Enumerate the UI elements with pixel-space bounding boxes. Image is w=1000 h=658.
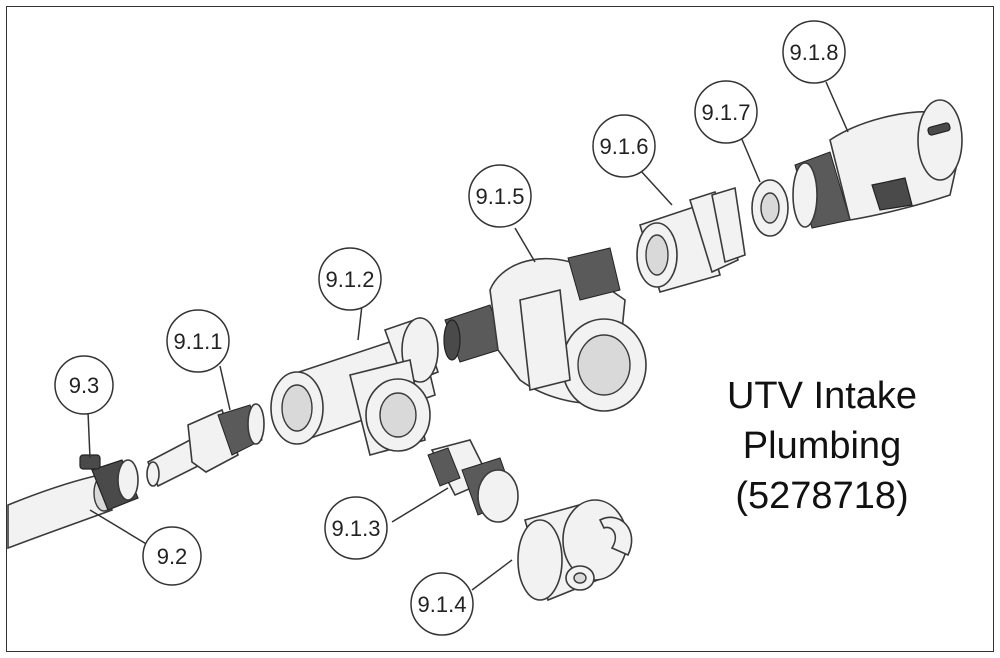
callout-9-1-5: 9.1.5: [468, 164, 532, 228]
callout-9-3: 9.3: [54, 355, 114, 415]
callout-9-1-6: 9.1.6: [592, 114, 656, 178]
callout-9-1-1: 9.1.1: [166, 309, 230, 373]
svg-text:9.1.4: 9.1.4: [418, 592, 467, 617]
svg-text:9.1.5: 9.1.5: [476, 184, 525, 209]
ball-valve-part: [792, 99, 963, 229]
callout-9-2: 9.2: [142, 526, 202, 586]
title-line-3: (5278718): [735, 475, 908, 517]
callout-9-1-3: 9.1.3: [324, 496, 388, 560]
title-line-2: Plumbing: [743, 425, 901, 467]
hose-clamp-part: [79, 454, 139, 511]
diagram-title: UTV Intake Plumbing (5278718): [727, 375, 917, 517]
cap-part: [517, 499, 633, 602]
title-line-1: UTV Intake: [727, 375, 917, 417]
svg-text:9.1.2: 9.1.2: [326, 267, 375, 292]
svg-text:9.1.3: 9.1.3: [332, 516, 381, 541]
svg-text:9.3: 9.3: [69, 373, 100, 398]
washer-part: [751, 179, 789, 237]
svg-text:9.1.8: 9.1.8: [790, 40, 839, 65]
leader-lines: [87, 81, 849, 591]
tee-fitting-part: [270, 316, 439, 456]
callout-9-1-4: 9.1.4: [410, 572, 474, 636]
svg-text:9.1.7: 9.1.7: [702, 100, 751, 125]
callout-9-1-7: 9.1.7: [694, 80, 758, 144]
svg-text:9.1.6: 9.1.6: [600, 134, 649, 159]
svg-text:9.2: 9.2: [157, 544, 188, 569]
callout-9-1-2: 9.1.2: [318, 247, 382, 311]
hex-bushing-part: [636, 186, 746, 293]
barb-fitting-part: [146, 403, 265, 488]
callout-9-1-8: 9.1.8: [782, 20, 846, 84]
valve-body-part: [443, 247, 647, 412]
svg-text:9.1.1: 9.1.1: [174, 329, 223, 354]
nipple-fitting-part: [427, 439, 519, 523]
